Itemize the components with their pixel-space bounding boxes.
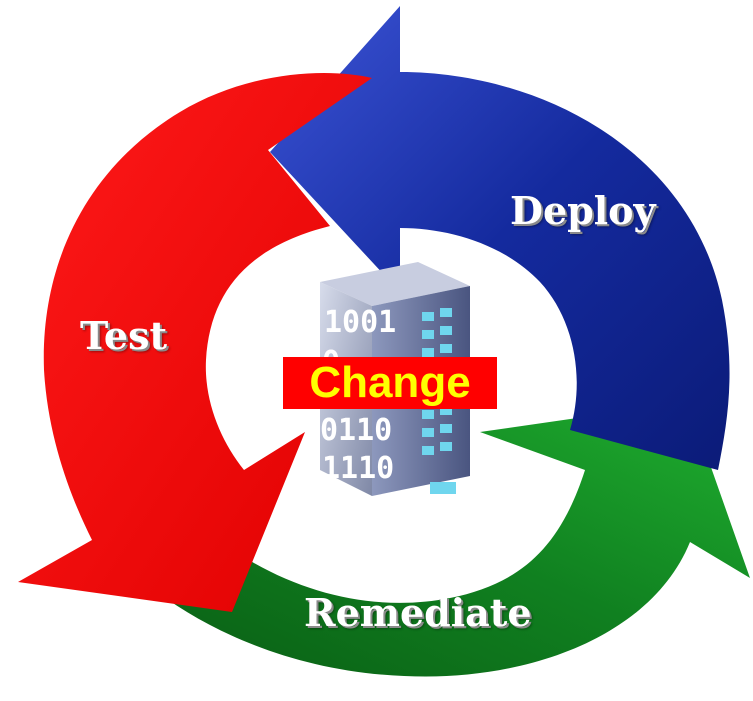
building-digits-row-1: 1001 [324, 305, 396, 340]
building-digits-row-3: 0110 [320, 413, 392, 448]
deploy-label: Deploy [510, 188, 656, 233]
deploy-arrow [270, 6, 730, 470]
remediate-label: Remediate [304, 590, 532, 635]
test-arrow [18, 72, 372, 613]
change-label: Change [283, 357, 497, 409]
test-label: Test [80, 313, 168, 358]
building-digits-row-4: 1110 [322, 451, 394, 486]
remediate-arrow [148, 402, 750, 677]
